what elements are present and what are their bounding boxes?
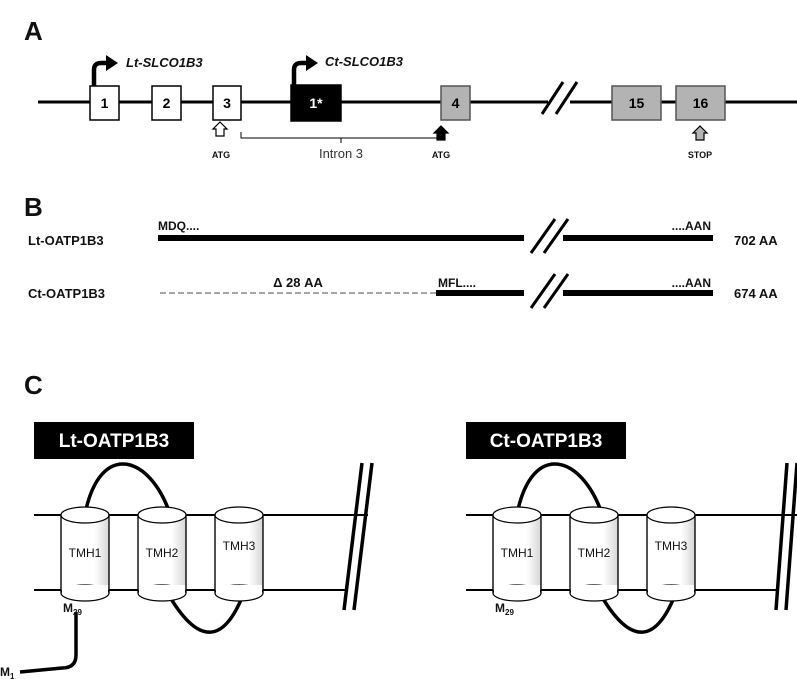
tmh2-label: TMH2 xyxy=(578,546,611,560)
panel-label-c: C xyxy=(24,370,43,400)
break-mark xyxy=(354,463,372,610)
tmh3-label: TMH3 xyxy=(655,539,688,553)
n-term-ct: MFL.... xyxy=(438,276,476,290)
topology-lt: Lt-OATP1B3 TMH1 TMH2 xyxy=(0,422,372,679)
exon-4: 4 xyxy=(441,86,470,120)
extracellular-loop xyxy=(517,464,602,514)
exon-2: 2 xyxy=(152,86,181,120)
m29-label-lt: M29 xyxy=(63,601,82,617)
tmh2-label: TMH2 xyxy=(146,546,179,560)
exon-label: 16 xyxy=(693,95,709,111)
intron-label: Intron 3 xyxy=(319,146,363,161)
break-mark xyxy=(776,463,787,610)
m29-label-ct: M29 xyxy=(495,601,514,617)
deletion-label: Δ 28 AA xyxy=(273,275,323,290)
exon-3: 3 xyxy=(213,86,241,120)
atg-arrow-lt xyxy=(213,122,227,136)
tmh1-cylinder: TMH1 xyxy=(493,507,541,601)
promoter-arrow-ct xyxy=(294,55,318,85)
exon-1: 1 xyxy=(90,86,119,120)
stop-arrow xyxy=(693,126,707,140)
banner-ct-text: Ct-OATP1B3 xyxy=(490,431,603,452)
exon-label: 4 xyxy=(452,95,460,111)
intron-bracket xyxy=(241,132,441,138)
extracellular-loop xyxy=(85,464,170,514)
n-terminal-extension xyxy=(20,612,76,672)
atg-label-ct: ATG xyxy=(432,150,450,160)
exon-label: 2 xyxy=(163,95,171,111)
c-term-ct: ....AAN xyxy=(672,276,711,290)
tmh1-label: TMH1 xyxy=(69,546,102,560)
break-mark xyxy=(786,463,797,610)
protein-name-ct: Ct-OATP1B3 xyxy=(28,286,105,301)
protein-name-lt: Lt-OATP1B3 xyxy=(28,233,104,248)
promoter-arrow-lt xyxy=(94,55,118,86)
protein-lt: Lt-OATP1B3 MDQ.... ....AAN 702 AA xyxy=(28,219,778,248)
exon-16: 16 xyxy=(676,86,725,120)
panel-label-b: B xyxy=(24,192,43,222)
exon-label: 3 xyxy=(223,95,231,111)
exon-15: 15 xyxy=(612,86,661,120)
tmh2-cylinder: TMH2 xyxy=(138,507,186,601)
break-mark xyxy=(344,463,362,610)
tmh1-label: TMH1 xyxy=(501,546,534,560)
tmh3-cylinder: TMH3 xyxy=(647,507,695,601)
protein-break-mark xyxy=(531,219,568,308)
tmh3-cylinder: TMH3 xyxy=(215,507,263,601)
banner-lt-text: Lt-OATP1B3 xyxy=(59,431,169,452)
atg-label-lt: ATG xyxy=(212,150,230,160)
exon-label: 1 xyxy=(101,95,109,111)
length-lt: 702 AA xyxy=(734,233,778,248)
protein-ct: Ct-OATP1B3 Δ 28 AA MFL.... ....AAN 674 A… xyxy=(28,275,778,301)
c-term-lt: ....AAN xyxy=(672,219,711,233)
length-ct: 674 AA xyxy=(734,286,778,301)
exon-label: 15 xyxy=(629,95,645,111)
promoter-label-lt: Lt-SLCO1B3 xyxy=(126,55,203,70)
tmh2-cylinder: TMH2 xyxy=(570,507,618,601)
topology-ct: Ct-OATP1B3 TMH1 TMH2 xyxy=(466,422,797,632)
exon-label: 1* xyxy=(309,95,323,111)
tmh3-label: TMH3 xyxy=(223,539,256,553)
gene-structure: 1 2 3 1* 4 15 16 Lt-SLC xyxy=(38,54,797,161)
n-term-lt: MDQ.... xyxy=(158,219,199,233)
panel-label-a: A xyxy=(24,16,43,46)
stop-label: STOP xyxy=(688,150,712,160)
m1-label-lt: M1 xyxy=(0,665,15,679)
promoter-label-ct: Ct-SLCO1B3 xyxy=(325,54,404,69)
exon-1-star: 1* xyxy=(291,85,341,121)
tmh1-cylinder: TMH1 xyxy=(61,507,109,601)
